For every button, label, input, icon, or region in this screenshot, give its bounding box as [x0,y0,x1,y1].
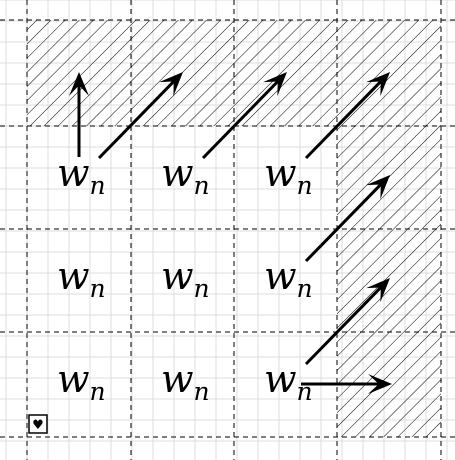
arrow-right-head [368,374,392,394]
arrow-diagonal-shaft [304,76,386,160]
cell-label-base: w [57,151,90,195]
arrow-diagonal-shaft [304,179,386,263]
cell-label-subscript: n [297,274,313,303]
arrow-diagonal-head [366,278,390,303]
cell-label: wn [57,357,106,406]
arrow-diagonal [201,72,287,160]
arrow-diagonal [304,72,390,160]
arrows [69,72,392,394]
cell-label: wn [57,254,106,303]
arrow-diagonal [97,72,183,160]
cell-label: wn [57,151,106,200]
arrow-right [301,374,392,394]
cell-label-base: w [57,254,90,298]
marker-box [28,414,48,434]
arrow-diagonal-head [366,72,390,97]
arrow-diagonal-head [263,72,287,97]
cell-label: wn [264,357,313,406]
arrow-diagonal-head [366,175,390,200]
cell-label: wn [161,254,210,303]
arrow-up-head [69,72,89,96]
arrow-diagonal-shaft [97,76,179,160]
arrow-diagonal [304,175,390,263]
cell-label-base: w [264,357,297,401]
cell-label: wn [264,151,313,200]
cell-label-base: w [161,254,194,298]
cell-label-subscript: n [90,274,106,303]
cell-label-subscript: n [297,377,313,406]
arrow-up [69,72,89,157]
cell-label-subscript: n [194,274,210,303]
cell-label: wn [161,357,210,406]
cell-label-subscript: n [194,377,210,406]
arrow-diagonal-shaft [304,282,386,366]
cell-label-base: w [161,151,194,195]
arrow-diagonal-head [159,72,183,97]
arrow-diagonal-shaft [201,76,283,160]
heart-icon: ♥ [32,418,44,433]
cell-label-subscript: n [194,171,210,200]
corner-marker: ♥ [28,414,48,434]
cell-label: wn [161,151,210,200]
cell-label: wn [264,254,313,303]
cell-label-base: w [161,357,194,401]
cell-label-subscript: n [90,377,106,406]
cell-label-base: w [264,151,297,195]
cell-label-base: w [57,357,90,401]
cell-label-base: w [264,254,297,298]
hatched-region-right-boundary-column [337,126,441,437]
cell-label-subscript: n [90,171,106,200]
arrow-diagonal [304,278,390,366]
cell-label-subscript: n [297,171,313,200]
